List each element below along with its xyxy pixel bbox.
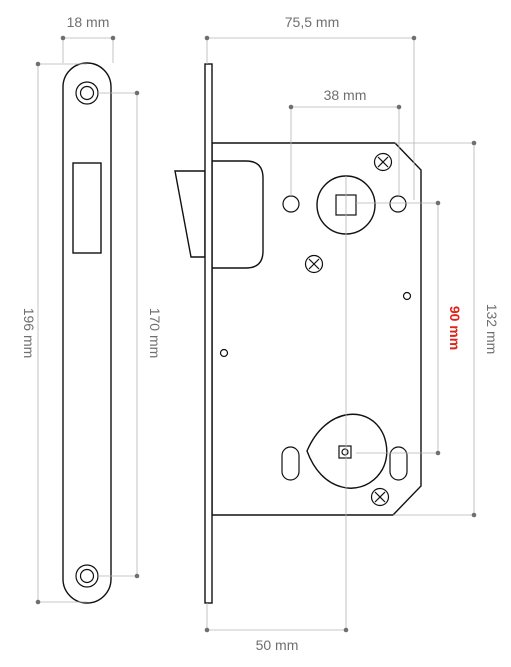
face-plate-side (204, 63, 213, 604)
slot-right (389, 446, 408, 481)
pin-hole-left (219, 348, 229, 358)
latch-opening (72, 162, 102, 254)
dim-lock-depth: 75,5 mm (204, 14, 417, 200)
dim-backset: 50 mm (204, 603, 349, 653)
total-height-label: 196 mm (21, 308, 37, 359)
center-distance-label: 90 mm (447, 306, 463, 350)
dim-screw-spacing: 170 mm (98, 90, 163, 579)
cam-cutout (306, 413, 388, 489)
dim-strike-width: 18 mm (60, 14, 116, 63)
latch-bolt (174, 170, 206, 258)
hole-spacing-label: 38 mm (324, 87, 367, 103)
face-plate-view (62, 62, 112, 604)
face-plate (62, 62, 112, 604)
screw-middle-icon (304, 254, 324, 274)
strike-width-label: 18 mm (67, 14, 110, 30)
screw-spacing-label: 170 mm (147, 308, 163, 359)
latch-cavity (211, 160, 264, 269)
slot-left (281, 446, 300, 481)
backset-label: 50 mm (256, 637, 299, 653)
mount-hole-right (389, 195, 407, 213)
dim-total-height: 196 mm (21, 61, 87, 605)
lock-body-view (174, 63, 422, 630)
dim-hole-spacing: 38 mm (288, 87, 402, 196)
screw-bottom-right-icon (370, 487, 390, 507)
dim-case-height: 132 mm (393, 140, 500, 518)
pin-hole-right (402, 291, 412, 301)
case-height-label: 132 mm (484, 304, 500, 355)
lock-depth-label: 75,5 mm (285, 14, 339, 30)
screw-top-right-icon (373, 152, 393, 172)
dim-center-distance: 90 mm (356, 200, 463, 456)
